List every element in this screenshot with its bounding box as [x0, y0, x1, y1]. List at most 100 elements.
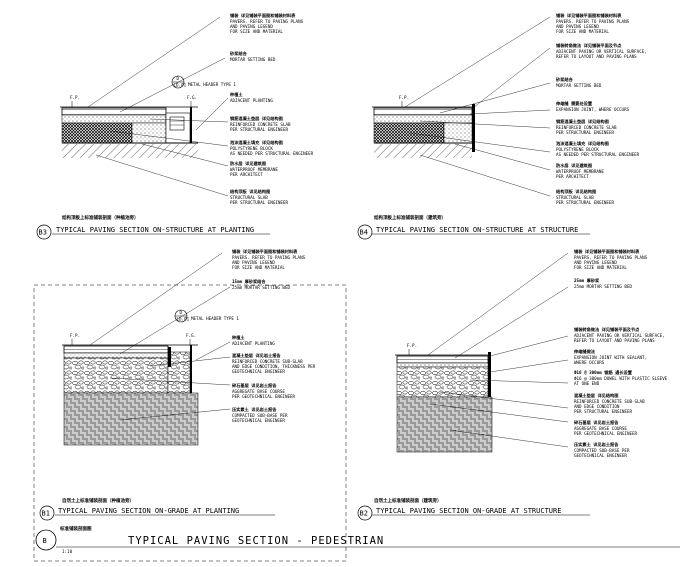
detail-b4: F.P. 铺装 详见铺装平面图和铺装材料表 PAVERS. REFER TO P… — [357, 12, 647, 240]
b3-notes: 铺装 详见铺装平面图和铺装材料表 PAVERS. REFER TO PAVING… — [229, 12, 314, 205]
b3-note-2-cn: 砂浆结合 — [229, 50, 248, 57]
b1-notes: 铺装 详见铺装平面图和铺装材料表 PAVERS. REFER TO PAVING… — [231, 248, 316, 423]
b4-note-6-cn: 泡沫混凝土填充 详见结构图 — [556, 140, 609, 147]
b2-note-4-en: EXPANSION JOINT WITH SEALANT,WHERE OCCUR… — [574, 355, 647, 365]
b3-title-block: 结构顶板上标准铺装剖面（种植池旁） B3 TYPICAL PAVING SECT… — [36, 214, 270, 240]
b3-note-5-cn: 泡沫混凝土填充 详见结构图 — [230, 139, 283, 146]
b2-note-6-cn: 混凝土垫层 详见结构图 — [574, 392, 618, 399]
b3-note-7-cn: 结构顶板 详见结构图 — [230, 188, 270, 195]
b4-note-2-en: ADJACENT PAVING OR VERTICAL SURFACE,REFE… — [556, 49, 647, 59]
b1-title: TYPICAL PAVING SECTION ON-GRADE AT PLANT… — [58, 507, 239, 515]
b2-note-3-en: ADJACENT PAVING OR VERTICAL SURFACE,REFE… — [574, 333, 665, 343]
b4-note-2-cn: 铺装转角做法 详见铺装平面及节点 — [556, 42, 622, 49]
b2-title-cn: 自然土上标准铺装剖面（建筑旁） — [374, 497, 442, 504]
b1-title-block: 自然土上标准铺装剖面（种植池旁） B1 TYPICAL PAVING SECTI… — [39, 497, 275, 521]
b3-level-left: F.P. — [70, 95, 80, 100]
b4-title-cn: 结构顶板上标准铺装剖面（建筑旁） — [374, 214, 446, 221]
sheet-marker-label: B — [43, 537, 47, 545]
b2-note-3-cn: 铺装转角做法 详见铺装平面及节点 — [574, 326, 640, 333]
b2-note-7-cn: 碎石基层 详见岩土报告 — [574, 419, 619, 426]
b1-ref-top: D — [180, 310, 183, 315]
b1-note-3-en: ADJACENT PLANTING — [232, 341, 275, 346]
b1-level-right: F.G. — [186, 333, 196, 338]
detail-b1: F.P. F.G. D LD.01 METAL HEADER TYPE 1 铺装… — [39, 248, 316, 521]
b3-note-3-cn: 种植土 — [229, 91, 243, 98]
b3-note-2-en: MORTAR SETTING BED — [230, 57, 276, 62]
b2-title: TYPICAL PAVING SECTION ON-GRADE AT STRUC… — [376, 507, 561, 515]
b4-id: B4 — [360, 229, 368, 237]
b1-section-drawing: F.P. F.G. D LD.01 METAL HEADER TYPE 1 — [62, 252, 239, 446]
b4-section-drawing: F.P. — [372, 16, 551, 197]
b1-note-3-cn: 种植土 — [231, 334, 245, 341]
b1-note-4-cn: 混凝土垫层 详见岩土报告 — [232, 352, 281, 359]
b2-note-1-cn: 铺装 详见铺装平面图和铺装材料表 — [574, 248, 640, 255]
b1-note-6-cn: 压实素土 详见岩土报告 — [232, 406, 277, 413]
b3-title-cn: 结构顶板上标准铺装剖面（种植池旁） — [62, 214, 139, 221]
sheet-title-block: B 标准铺装剖面图 TYPICAL PAVING SECTION - PEDES… — [35, 525, 680, 554]
sheet-scale: 1:10 — [62, 549, 73, 554]
b3-note-1-cn: 铺装 详见铺装平面图和铺装材料表 — [230, 12, 296, 19]
b4-title-block: 结构顶板上标准铺装剖面（建筑旁） B4 TYPICAL PAVING SECTI… — [357, 214, 590, 240]
b1-ref-label: METAL HEADER TYPE 1 — [191, 316, 239, 321]
b3-section-drawing: F.P. F.G. D LD.01 METAL HEADER TYPE 1 — [60, 16, 236, 197]
b2-note-2-cn: 25mm 厚砂浆 — [574, 277, 600, 284]
b2-level-left: F.P. — [407, 343, 417, 348]
b3-id: B3 — [39, 229, 47, 237]
detail-b2: F.P. 铺装 详见铺装平面图和铺装材料表 PAVERS, REFER TO P… — [357, 248, 668, 521]
b4-note-1-cn: 铺装 详见铺装平面图和铺装材料表 — [556, 12, 622, 19]
b2-note-5-cn: Ф16 @ 300mm 钢筋 通长设置 — [574, 369, 633, 376]
b1-level-left: F.P. — [70, 333, 80, 338]
b2-notes: 铺装 详见铺装平面图和铺装材料表 PAVERS, REFER TO PAVING… — [573, 248, 668, 458]
b3-ref-bottom: LD.01 — [174, 83, 187, 88]
b1-note-1-cn: 铺装 详见铺装平面图和铺装材料表 — [232, 248, 298, 255]
b2-note-8-cn: 压实素土 详见岩土报告 — [574, 441, 619, 448]
b2-marker — [357, 505, 373, 521]
b4-note-5-cn: 钢筋混凝土垫层 详见结构图 — [556, 118, 609, 125]
b4-note-4-cn: 伸缩缝 需要处设置 — [555, 100, 593, 107]
b2-id: B2 — [360, 510, 368, 518]
b3-level-right: F.G. — [187, 95, 197, 100]
b4-marker — [357, 224, 373, 240]
b2-section-drawing: F.P. — [395, 252, 569, 453]
b4-level-left: F.P. — [399, 95, 409, 100]
b4-note-4-en: EXPANSION JOINT, WHERE OCCURS — [556, 107, 630, 112]
b3-note-6-cn: 防水层 详见建筑图 — [230, 160, 266, 167]
b3-ref-top: D — [177, 76, 180, 81]
b1-id: B1 — [42, 510, 50, 518]
b1-ref-bottom: LD.01 — [177, 317, 190, 322]
b1-marker — [39, 505, 55, 521]
sheet-marker — [35, 529, 57, 551]
b1-note-2-cn: 15mm 厚砂浆结合 — [232, 278, 266, 285]
b4-note-3-en: MORTAR SETTING BED — [556, 83, 602, 88]
sheet-title: TYPICAL PAVING SECTION - PEDESTRIAN — [128, 535, 384, 547]
b1-title-cn: 自然土上标准铺装剖面（种植池旁） — [62, 497, 134, 504]
b2-title-block: 自然土上标准铺装剖面（建筑旁） B2 TYPICAL PAVING SECTIO… — [357, 497, 590, 521]
b3-marker — [36, 224, 52, 240]
b4-note-3-cn: 砂浆结合 — [555, 76, 574, 83]
b2-note-4-cn: 伸缩缝做法 — [573, 348, 596, 355]
b3-note-3-en: ADJACENT PLANTING — [230, 98, 273, 103]
b3-title: TYPICAL PAVING SECTION ON-STRUCTURE AT P… — [56, 226, 254, 234]
b1-note-5-cn: 碎石基层 详见岩土报告 — [232, 382, 277, 389]
b4-title: TYPICAL PAVING SECTION ON-STRUCTURE AT S… — [376, 226, 578, 234]
b4-note-7-cn: 防水层 详见建筑图 — [556, 162, 592, 169]
b2-note-2-en: 25mm MORTAR SETTING BED — [574, 284, 632, 289]
